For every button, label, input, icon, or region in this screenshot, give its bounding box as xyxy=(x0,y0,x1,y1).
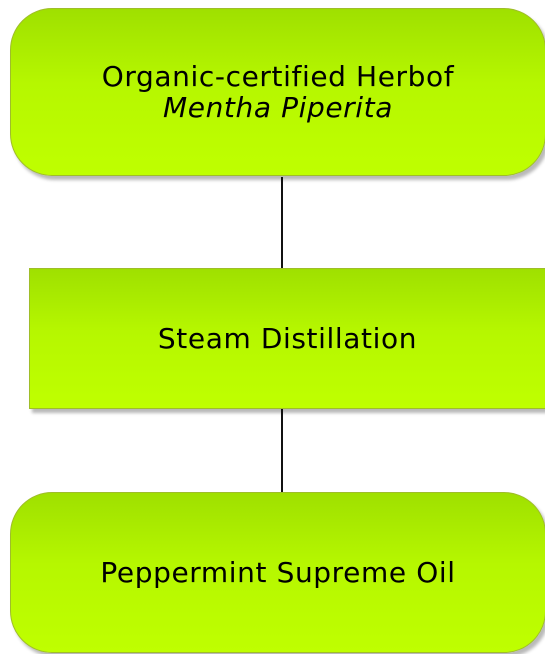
peppermint-oil-node: Peppermint Supreme Oil xyxy=(10,492,545,653)
steam-distillation-label: Steam Distillation xyxy=(157,321,418,355)
steam-distillation-node: Steam Distillation xyxy=(29,268,545,409)
herb-source-line-1: Organic-certified Herbof xyxy=(101,59,455,93)
connector-line xyxy=(281,409,283,493)
connector-line xyxy=(281,177,283,269)
herb-source-text: Organic-certified Herbof Mentha Piperita xyxy=(101,59,455,124)
peppermint-oil-label: Peppermint Supreme Oil xyxy=(100,555,456,589)
herb-source-line-2: Mentha Piperita xyxy=(162,91,393,124)
herb-source-node: Organic-certified Herbof Mentha Piperita xyxy=(10,8,545,176)
